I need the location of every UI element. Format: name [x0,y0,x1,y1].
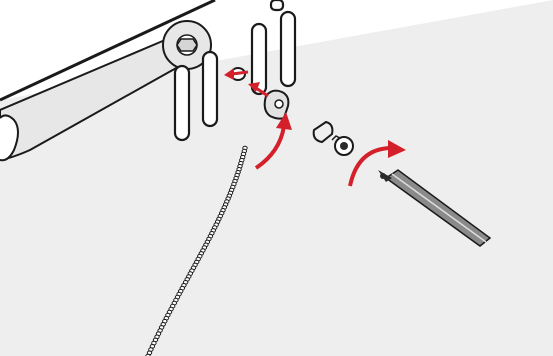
pin-icon [312,120,334,144]
screwdriver-icon [378,169,492,247]
curved-arrow-icon [348,140,406,187]
panel-edge-line [0,0,216,102]
bead-chain-icon [145,145,248,356]
arrow-left-icon [224,68,249,80]
slot-icon [173,0,297,142]
nut-icon [331,135,354,156]
cleat-icon [263,89,290,120]
arrow-left-icon [248,82,269,98]
wrench-icon [0,20,212,162]
curved-arrow-icon [254,112,292,170]
